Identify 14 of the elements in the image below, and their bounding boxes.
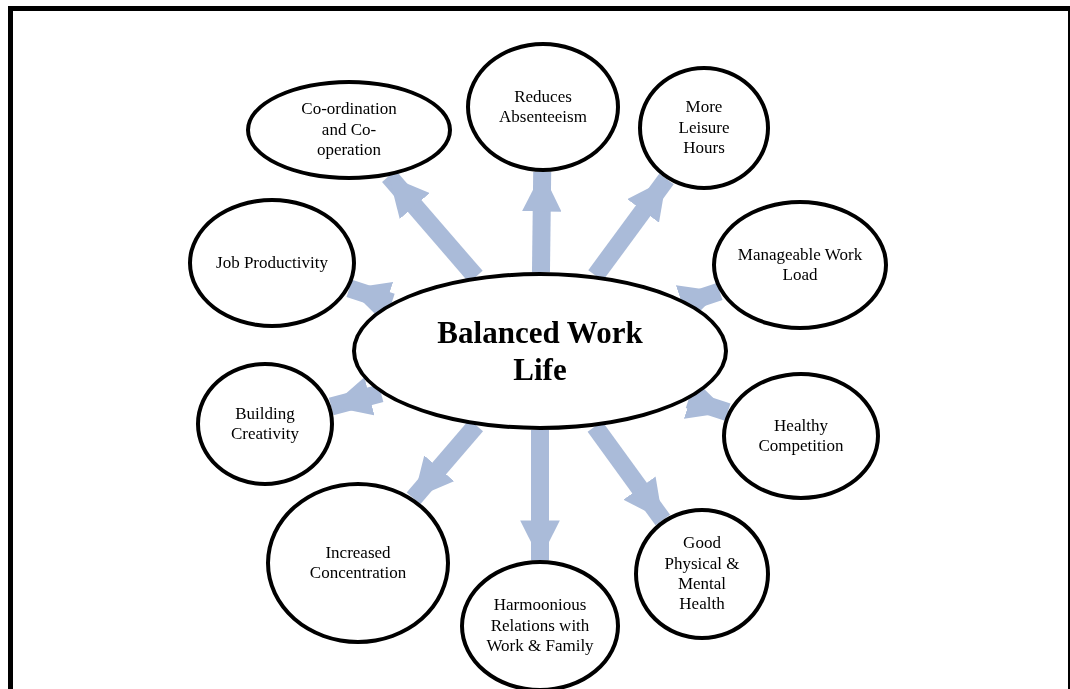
outcome-label: Building Creativity: [230, 403, 300, 445]
outcome-label: Reduces Absenteeism: [498, 86, 588, 128]
block-arrow: [521, 171, 562, 273]
outcome-label: Co-ordination and Co-operation: [300, 99, 398, 161]
outcome-label: Harmoonious Relations with Work & Family: [485, 595, 595, 657]
outcome-label: Good Physical & Mental Health: [663, 533, 741, 615]
block-arrow: [328, 377, 384, 416]
outcome-label: More Leisure Hours: [677, 97, 731, 159]
outcome-label: Manageable Work Load: [736, 244, 864, 286]
block-arrow: [520, 430, 560, 560]
outcome-label: Healthy Competition: [757, 415, 845, 457]
outcome-label: Increased Concentration: [308, 542, 408, 584]
central-label: Balanced Work Life: [436, 313, 644, 389]
outcome-label: Job Productivity: [216, 252, 328, 274]
